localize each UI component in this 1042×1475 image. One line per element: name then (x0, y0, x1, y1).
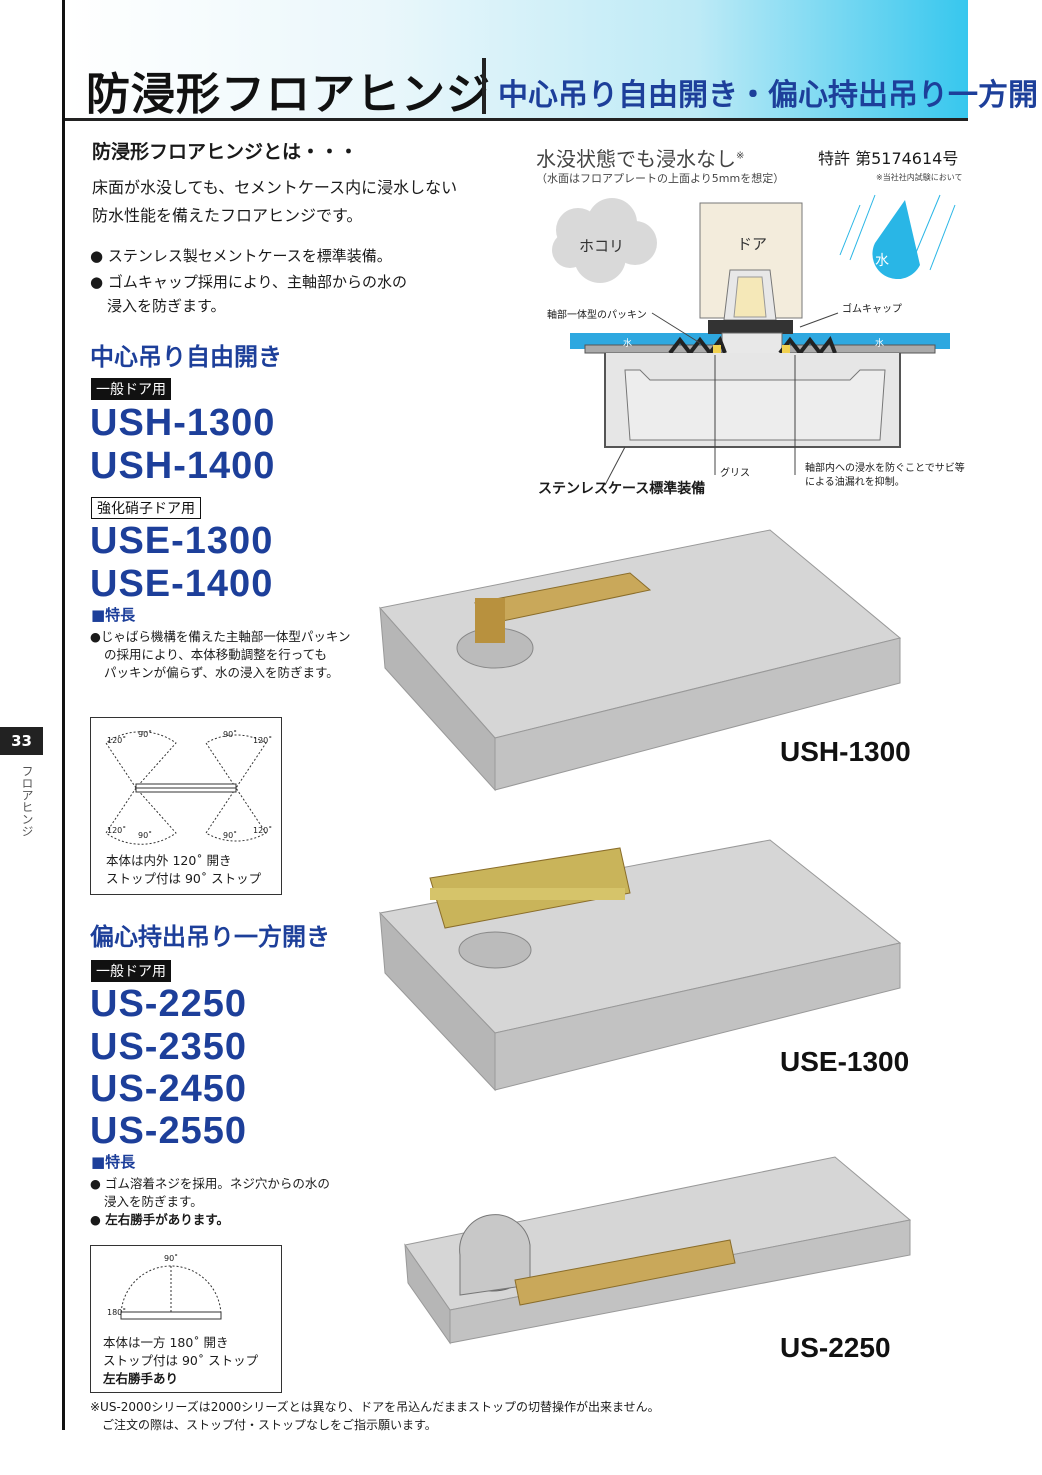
section2-heading: 偏心持出吊り一方開き (90, 923, 330, 951)
label-dust: ホコリ (579, 237, 625, 255)
opening-angle-diagram: 90˚ 180˚ 本体は一方 180˚ 開き ストップ付は 90˚ ストップ 左… (90, 1245, 282, 1393)
diagram-note: 本体は内外 120˚ 開き ストップ付は 90˚ ストップ (106, 852, 261, 888)
feature-text: ● ゴム溶着ネジを採用。ネジ穴からの水の 浸入を防ぎます。 ● 左右勝手がありま… (90, 1175, 330, 1229)
test-note: ※当社社内試験において (876, 173, 963, 182)
product-image-ush-1300 (379, 529, 902, 792)
model-name: USE-1300 (90, 520, 274, 562)
page-subtitle: 中心吊り自由開き・偏心持出吊り一方開き (498, 78, 1042, 113)
feature-text: ●じゃばら機構を備えた主軸部一体型パッキン の採用により、本体移動調整を行っても… (90, 628, 351, 682)
tag-general-door: 一般ドア用 (91, 960, 171, 982)
intro-line: 防水性能を備えたフロアヒンジです。 (92, 206, 363, 225)
feature-heading: ■特長 (91, 606, 136, 624)
tag-general-door: 一般ドア用 (91, 378, 171, 400)
angle-label: 120˚ (253, 736, 273, 745)
product-label: US-2250 (780, 1332, 891, 1363)
diagram-title-text: 水没状態でも浸水なし (536, 147, 736, 171)
intro-bullet-cont: 浸入を防ぎます。 (107, 297, 226, 315)
footnote-line: ※US-2000シリーズは2000シリーズとは異なり、ドアを吊込んだままストップ… (90, 1400, 660, 1414)
feature-line-bold: ● 左右勝手があります。 (90, 1212, 230, 1227)
title-separator (482, 58, 486, 114)
footnote-line: ご注文の際は、ストップ付・ストップなしをご指示願います。 (102, 1418, 437, 1432)
opening-angle-diagram: 120˚ 90˚ 90˚ 120˚ 120˚ 90˚ 90˚ 120˚ 本体は内… (90, 717, 282, 895)
header-band (65, 0, 968, 120)
angle-label: 120˚ (107, 826, 127, 835)
angle-label: 90˚ (164, 1254, 179, 1263)
diagram-note: 本体は一方 180˚ 開き ストップ付は 90˚ ストップ 左右勝手あり (103, 1334, 258, 1388)
label-water-right: 水 (875, 339, 885, 349)
feature-line: の採用により、本体移動調整を行っても (104, 647, 328, 662)
intro-text: 床面が水没しても、セメントケース内に浸水しない 防水性能を備えたフロアヒンジです… (92, 174, 457, 230)
model-name: US-2550 (90, 1110, 247, 1152)
feature-line: ●じゃばら機構を備えた主軸部一体型パッキン (90, 629, 351, 644)
model-name: USE-1400 (90, 563, 274, 605)
diagram-note-line: ストップ付は 90˚ ストップ (106, 871, 262, 886)
label-water-left: 水 (623, 339, 633, 349)
rubber-cap (708, 320, 793, 334)
page-number: 33 (0, 727, 43, 755)
section1-heading: 中心吊り自由開き (90, 343, 282, 371)
angle-label: 120˚ (253, 826, 273, 835)
cross-section-diagram (552, 194, 956, 486)
product-label: USE-1300 (780, 1046, 910, 1077)
footnote: ※US-2000シリーズは2000シリーズとは異なり、ドアを吊込んだままストップ… (90, 1398, 660, 1434)
label-door: ドア (737, 235, 768, 253)
model-name: US-2250 (90, 983, 247, 1025)
label-water: 水 (875, 253, 889, 269)
tag-glass-door: 強化硝子ドア用 (91, 497, 201, 519)
angle-label: 90˚ (223, 831, 238, 840)
label-packing: 軸部一体型のパッキン (547, 310, 647, 321)
intro-bullet: ● ゴムキャップ採用により、主軸部からの水の (90, 273, 407, 291)
angle-label: 90˚ (138, 730, 153, 739)
diagram-title: 水没状態でも浸水なし※ (536, 143, 744, 172)
label-case: ステンレスケース標準装備 (538, 481, 706, 497)
header-rule (65, 118, 968, 121)
model-name: US-2450 (90, 1068, 247, 1110)
intro-bullet: ● ステンレス製セメントケースを標準装備。 (90, 247, 392, 265)
product-image-use-1300 (378, 839, 902, 1092)
feature-line: パッキンが偏らず、水の浸入を防ぎます。 (104, 665, 339, 680)
label-rubber-cap: ゴムキャップ (842, 304, 902, 315)
angle-arc-diagram (105, 731, 267, 845)
page-title: 防浸形フロアヒンジ (86, 69, 491, 120)
angle-label: 180˚ (107, 1308, 127, 1317)
diagram-title-mark: ※ (736, 150, 745, 162)
diagram-note-line: 左右勝手あり (103, 1371, 179, 1386)
angle-label: 90˚ (138, 831, 153, 840)
model-name: USH-1400 (90, 445, 276, 487)
intro-line: 床面が水没しても、セメントケース内に浸水しない (92, 178, 458, 197)
patent-number: 特許 第5174614号 (818, 149, 959, 168)
angle-arc-diagram (120, 1265, 222, 1320)
angle-label: 90˚ (223, 730, 238, 739)
left-margin-rule (62, 0, 65, 1430)
feature-line: 浸入を防ぎます。 (104, 1194, 203, 1209)
label-grease: グリス (720, 468, 750, 479)
feature-heading: ■特長 (91, 1153, 136, 1171)
angle-label: 120˚ (107, 736, 127, 745)
label-shaft-note: 軸部内への浸水を防ぐことでサビ等 による油漏れを抑制。 (805, 462, 965, 490)
diagram-note-line: ストップ付は 90˚ ストップ (103, 1353, 259, 1368)
feature-line: ● ゴム溶着ネジを採用。ネジ穴からの水の (90, 1176, 330, 1191)
diagram-note-line: 本体は一方 180˚ 開き (103, 1335, 229, 1350)
diagram-note-line: 本体は内外 120˚ 開き (106, 853, 232, 868)
diagram-subnote: （水面はフロアプレートの上面より5mmを想定） (536, 172, 785, 185)
model-name: USH-1300 (90, 402, 276, 444)
intro-heading: 防浸形フロアヒンジとは・・・ (92, 141, 359, 163)
product-image-us-2250 (404, 1156, 912, 1345)
side-section-label: フロアヒンジ (20, 765, 34, 837)
water-drop-icon (839, 194, 956, 280)
label-shaft-line: による油漏れを抑制。 (805, 477, 905, 488)
dust-cloud-icon (552, 198, 657, 283)
label-shaft-line: 軸部内への浸水を防ぐことでサビ等 (805, 463, 965, 474)
model-name: US-2350 (90, 1026, 247, 1068)
product-label: USH-1300 (780, 736, 911, 767)
